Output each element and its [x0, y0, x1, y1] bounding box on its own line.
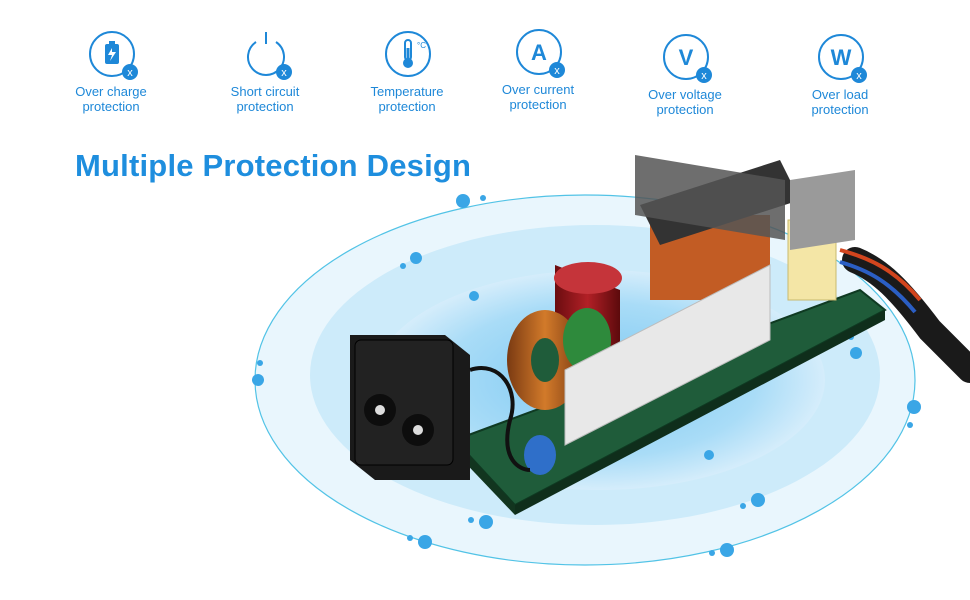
feature-label-line1: Short circuit [230, 84, 300, 99]
feature-label-line2: protection [236, 99, 294, 114]
feature-label-line1: Over voltage [648, 87, 722, 102]
svg-text:V: V [679, 45, 694, 70]
svg-text:A: A [531, 40, 547, 65]
output-cable [842, 247, 970, 383]
feature-short-circuit: x Short circuit protection [210, 30, 320, 114]
feature-label-line2: protection [656, 102, 714, 117]
thermometer-icon: °C [384, 30, 431, 77]
feature-label-line2: protection [811, 102, 869, 117]
svg-text:x: x [281, 67, 287, 79]
feature-label-line2: protection [82, 99, 140, 114]
feature-label-line1: Over charge [75, 84, 147, 99]
svg-text:x: x [127, 67, 133, 79]
feature-over-charge: x Over charge protection [56, 30, 166, 114]
ampere-icon: A x [515, 28, 565, 78]
headline: Multiple Protection Design [75, 148, 472, 183]
ac-inlet [350, 335, 470, 480]
feature-over-voltage: V x Over voltage protection [630, 33, 740, 117]
feature-label-line1: Over load [811, 87, 869, 102]
svg-text:°C: °C [417, 41, 426, 50]
voltage-icon: V x [662, 33, 712, 83]
svg-text:W: W [831, 45, 852, 70]
feature-label-line2: protection [378, 99, 436, 114]
feature-label-line1: Over current [501, 82, 575, 97]
ring-dots [252, 194, 921, 557]
feature-over-current: A x Over current protection [483, 28, 593, 112]
svg-text:x: x [701, 70, 707, 82]
svg-text:x: x [856, 70, 862, 82]
feature-over-load: W x Over load protection [785, 33, 895, 117]
power-icon: x [242, 30, 292, 80]
watt-icon: W x [817, 33, 867, 83]
battery-icon: x [88, 30, 138, 80]
blue-capacitor [524, 435, 556, 475]
svg-text:x: x [554, 65, 560, 77]
shield-plate [564, 264, 771, 446]
feature-label-line2: protection [509, 97, 567, 112]
feature-label-line1: Temperature [370, 84, 444, 99]
feature-temperature: °C Temperature protection [352, 30, 462, 114]
